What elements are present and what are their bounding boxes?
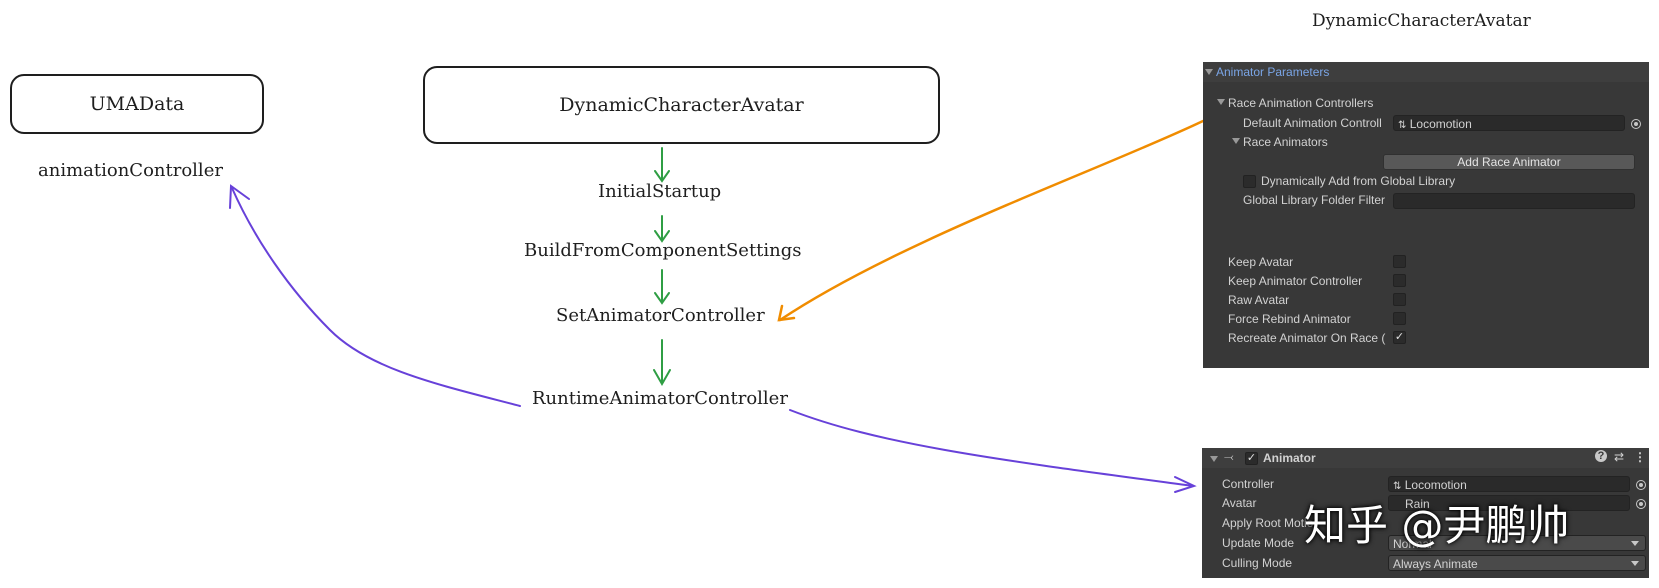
culling-mode-label: Culling Mode [1222,556,1293,570]
toggle-label: Keep Avatar [1228,255,1294,269]
controller-field[interactable]: ⇅ Locomotion [1388,476,1630,492]
dca-box-label: DynamicCharacterAvatar [559,94,804,116]
presets-icon[interactable]: ⇄ [1614,450,1625,464]
race-controllers-foldout[interactable]: Race Animation Controllers [1228,96,1374,110]
animator-parameters-header-bar [1203,62,1649,82]
object-picker-icon[interactable] [1636,480,1646,490]
toggle-label: Keep Animator Controller [1228,274,1363,288]
avatar-label: Avatar [1222,496,1257,510]
folder-filter-label: Global Library Folder Filter [1243,193,1386,207]
flow-setanimatorcontroller: SetAnimatorController [556,305,765,326]
chevron-down-icon [1631,541,1639,546]
help-icon[interactable]: ? [1595,450,1607,462]
race-animators-foldout[interactable]: Race Animators [1243,135,1328,149]
foldout-arrow-icon[interactable] [1217,99,1225,105]
right-panel-title: DynamicCharacterAvatar [1312,11,1531,31]
toggle-label: Recreate Animator On Race ( [1228,331,1386,345]
flow-buildfromcomponentsettings: BuildFromComponentSettings [524,240,802,261]
animator-component-icon: ⤙ [1224,450,1234,464]
update-mode-value: Normal [1393,537,1432,551]
toggle-label: Force Rebind Animator [1228,312,1351,326]
foldout-arrow-icon[interactable] [1210,456,1218,462]
controller-label: Controller [1222,477,1275,491]
object-picker-icon[interactable] [1631,119,1641,129]
flow-initialstartup: InitialStartup [598,181,722,202]
add-race-animator-button[interactable]: Add Race Animator [1383,154,1635,170]
arrow-setanimator-to-runtime [653,339,671,387]
arrow-dca-to-initialstartup [654,147,670,183]
root-motion-label: Apply Root Motio [1222,516,1314,530]
update-mode-dropdown[interactable]: Normal [1388,535,1646,551]
umadata-field-label: animationController [38,160,223,181]
flow-runtimeanimatorcontroller: RuntimeAnimatorController [532,388,788,409]
avatar-value: Rain [1405,497,1430,511]
check-icon: ✓ [1246,452,1257,464]
dca-box: DynamicCharacterAvatar [423,66,940,144]
foldout-arrow-icon[interactable] [1205,69,1213,75]
toggle-label: Raw Avatar [1228,293,1290,307]
default-controller-field[interactable]: ⇅ Locomotion [1393,115,1625,131]
arrow-runtime-to-animator [789,409,1194,487]
controller-value: Locomotion [1404,478,1467,492]
check-icon: ✓ [1394,331,1405,343]
dynamic-add-label: Dynamically Add from Global Library [1261,174,1456,188]
avatar-field[interactable]: Rain [1388,495,1630,511]
dynamic-add-checkbox[interactable] [1243,175,1256,188]
arrow-build-to-setanimator [654,269,670,305]
controller-icon: ⇅ [1398,120,1407,131]
animator-enabled-checkbox[interactable]: ✓ [1245,452,1258,465]
keep-avatar-checkbox[interactable] [1393,255,1406,268]
menu-icon[interactable]: ⋮ [1634,450,1646,464]
watermark: 知乎 @尹鹏帅 [1304,501,1570,550]
force-rebind-checkbox[interactable] [1393,312,1406,325]
animator-component-panel: ⤙ ✓ Animator ? ⇄ ⋮ Controller ⇅ Locomoti… [1202,448,1649,578]
animator-header-bar [1202,448,1649,468]
object-picker-icon[interactable] [1636,499,1646,509]
default-controller-value: Locomotion [1409,117,1472,131]
keep-animator-controller-checkbox[interactable] [1393,274,1406,287]
raw-avatar-checkbox[interactable] [1393,293,1406,306]
animator-parameters-panel: Animator Parameters Race Animation Contr… [1203,62,1649,368]
animator-parameters-header[interactable]: Animator Parameters [1216,65,1330,79]
controller-icon: ⇅ [1393,481,1402,492]
animator-title: Animator [1263,451,1316,465]
recreate-animator-checkbox[interactable]: ✓ [1393,331,1406,344]
chevron-down-icon [1631,561,1639,566]
culling-mode-value: Always Animate [1393,557,1478,571]
update-mode-label: Update Mode [1222,536,1295,550]
arrow-panel-to-setanimator [778,119,1205,322]
arrow-initialstartup-to-build [654,215,670,243]
folder-filter-input[interactable] [1393,193,1635,209]
arrow-runtime-to-umadata [231,187,521,407]
default-controller-label: Default Animation Controll [1243,116,1382,130]
foldout-arrow-icon[interactable] [1232,138,1240,144]
umadata-box-label: UMAData [89,93,185,115]
culling-mode-dropdown[interactable]: Always Animate [1388,555,1646,571]
umadata-box: UMAData [10,74,264,134]
